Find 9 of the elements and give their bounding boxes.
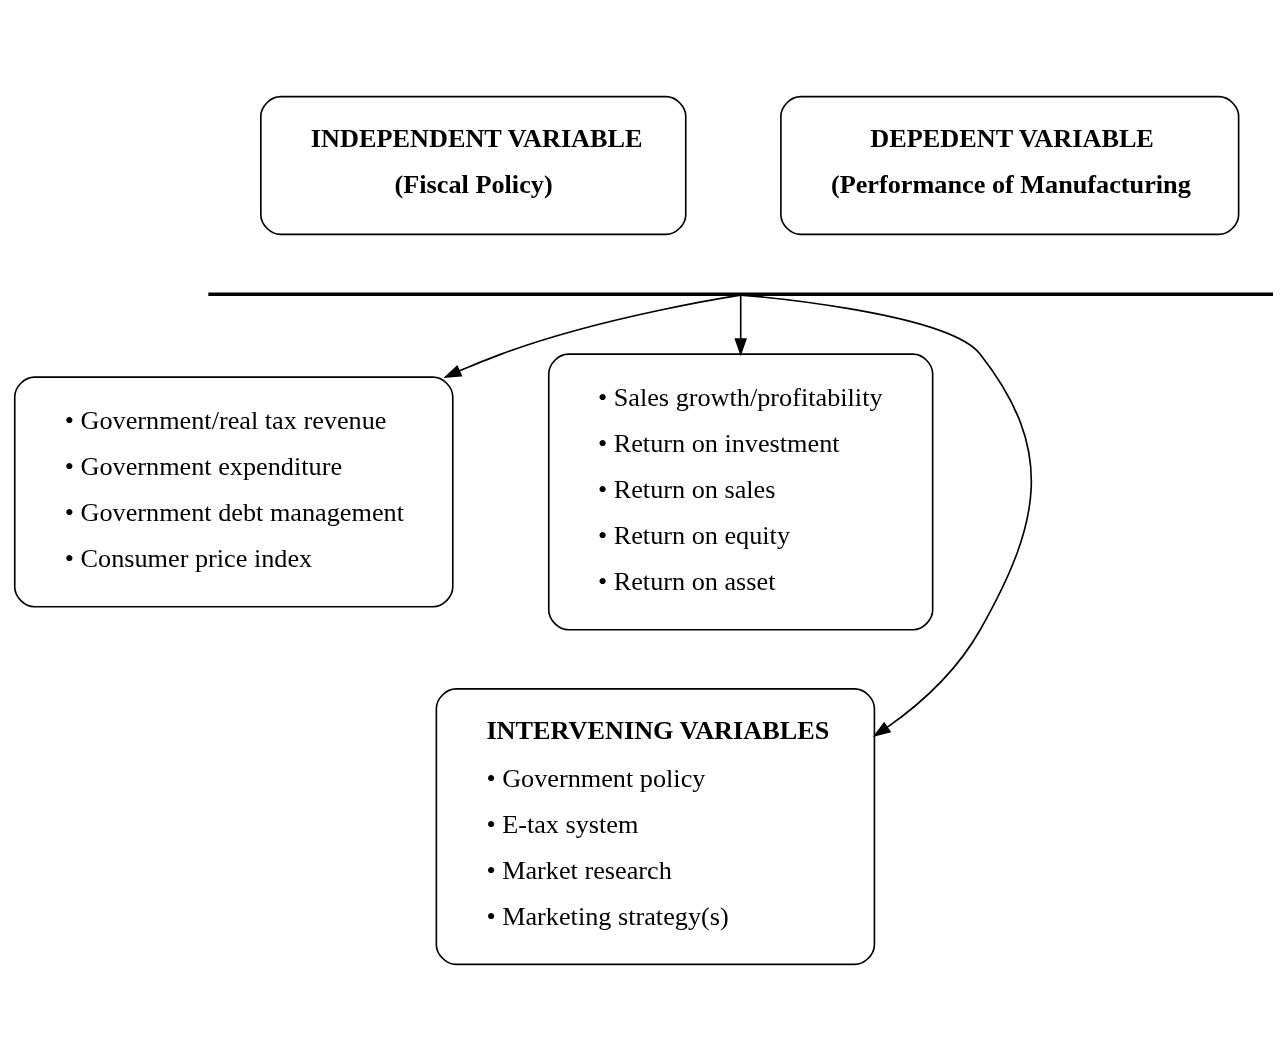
node-box: DEPEDENT VARIABLE (Performance of Manufacturing <box>780 95 1240 236</box>
arrow <box>734 294 748 357</box>
node-box: INTERVENING VARIABLES • Government policy • E-tax system • Market research • Marketing strategy(s) <box>435 688 876 966</box>
arrow <box>443 294 742 378</box>
node-box: • Government/real tax revenue • Government expenditure • Government debt management • Consumer price index <box>13 376 454 608</box>
node-box: INDEPENDENT VARIABLE (Fiscal Policy) <box>260 95 687 236</box>
node-box: • Sales growth/profitability • Return on investment • Return on sales • Return on equity • Return on asset <box>547 353 934 631</box>
node-bar <box>208 292 1274 296</box>
arrow <box>740 294 1032 738</box>
